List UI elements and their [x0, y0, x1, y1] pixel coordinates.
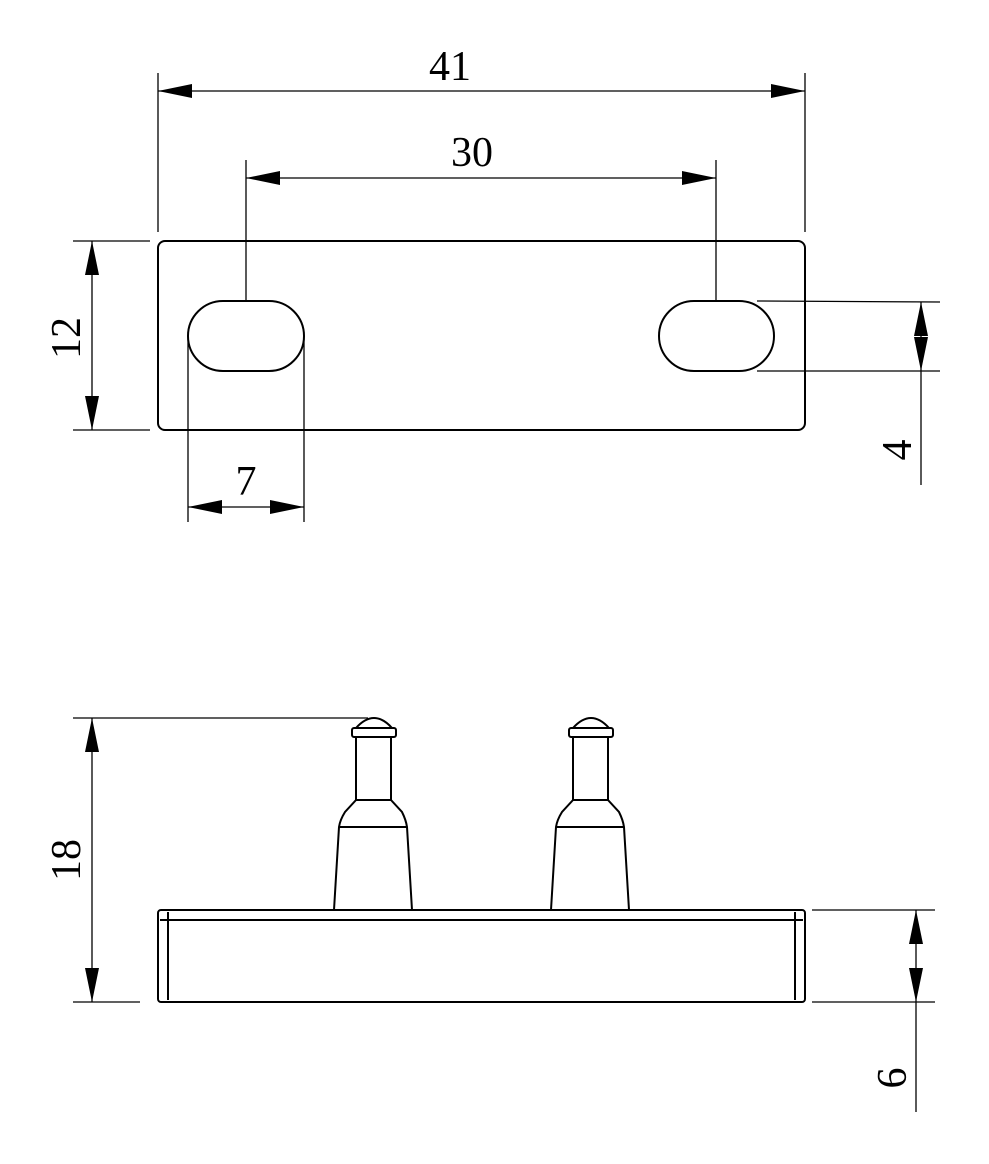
- dimension-18: 18: [44, 717, 368, 1003]
- plate-outline: [157, 240, 806, 431]
- top-view: 41 30 12 7 4: [44, 44, 941, 522]
- pin-right: [550, 717, 630, 911]
- dimension-7: 7: [187, 336, 305, 522]
- slot-right: [658, 300, 775, 372]
- dimension-label: 41: [429, 44, 471, 90]
- dimension-6: 6: [812, 909, 935, 1112]
- base-plate: [157, 909, 806, 1003]
- dimension-4: 4: [756, 300, 941, 485]
- dimension-label: 4: [875, 440, 921, 461]
- dimension-label: 7: [236, 459, 257, 505]
- dimension-41: 41: [157, 44, 806, 232]
- dimension-label: 12: [44, 317, 90, 359]
- dimension-label: 30: [451, 130, 493, 176]
- slot-left: [187, 300, 305, 372]
- dimension-label: 6: [870, 1068, 916, 1089]
- pin-left: [333, 717, 413, 911]
- dimension-label: 18: [44, 839, 90, 881]
- dimension-30: 30: [245, 130, 717, 301]
- dimension-12: 12: [44, 240, 150, 431]
- side-view: 18 6: [44, 717, 935, 1112]
